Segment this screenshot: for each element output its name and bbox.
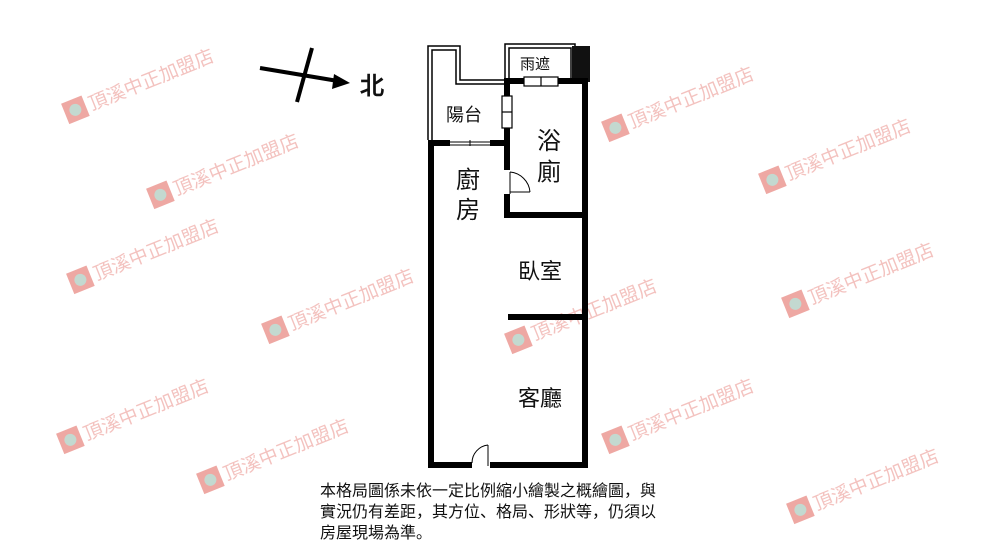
walls [428, 78, 588, 468]
disclaimer-line: 實況仍有差距，其方位、格局、形狀等，仍須以 [320, 502, 657, 521]
disclaimer-line: 房屋現場為準。 [320, 523, 433, 542]
sliding-door[interactable] [450, 140, 490, 146]
room-label-bath-1: 浴 [537, 127, 561, 155]
room-label-bedroom: 臥室 [518, 260, 563, 285]
room-label-bath-2: 廁 [537, 158, 561, 186]
room-label-kitchen-2: 房 [456, 196, 480, 224]
bath-window [501, 95, 513, 129]
room-label-balcony: 陽台 [446, 105, 482, 126]
room-label-canopy: 雨遮 [520, 55, 551, 73]
room-label-living: 客廳 [518, 387, 563, 412]
disclaimer-line: 本格局圖係未依一定比例縮小繪製之概繪圖，與 [320, 481, 657, 500]
north-label: 北 [360, 72, 384, 100]
canopy-window [523, 76, 559, 87]
bath-door[interactable] [509, 171, 531, 194]
room-label-kitchen-1: 廚 [456, 166, 480, 194]
north-arrow-icon [259, 47, 350, 103]
disclaimer: 本格局圖係未依一定比例縮小繪製之概繪圖，與 實況仍有差距，其方位、格局、形狀等，… [320, 480, 720, 543]
column [572, 46, 590, 82]
balcony-outline [427, 45, 506, 140]
entrance-door[interactable] [471, 444, 489, 466]
